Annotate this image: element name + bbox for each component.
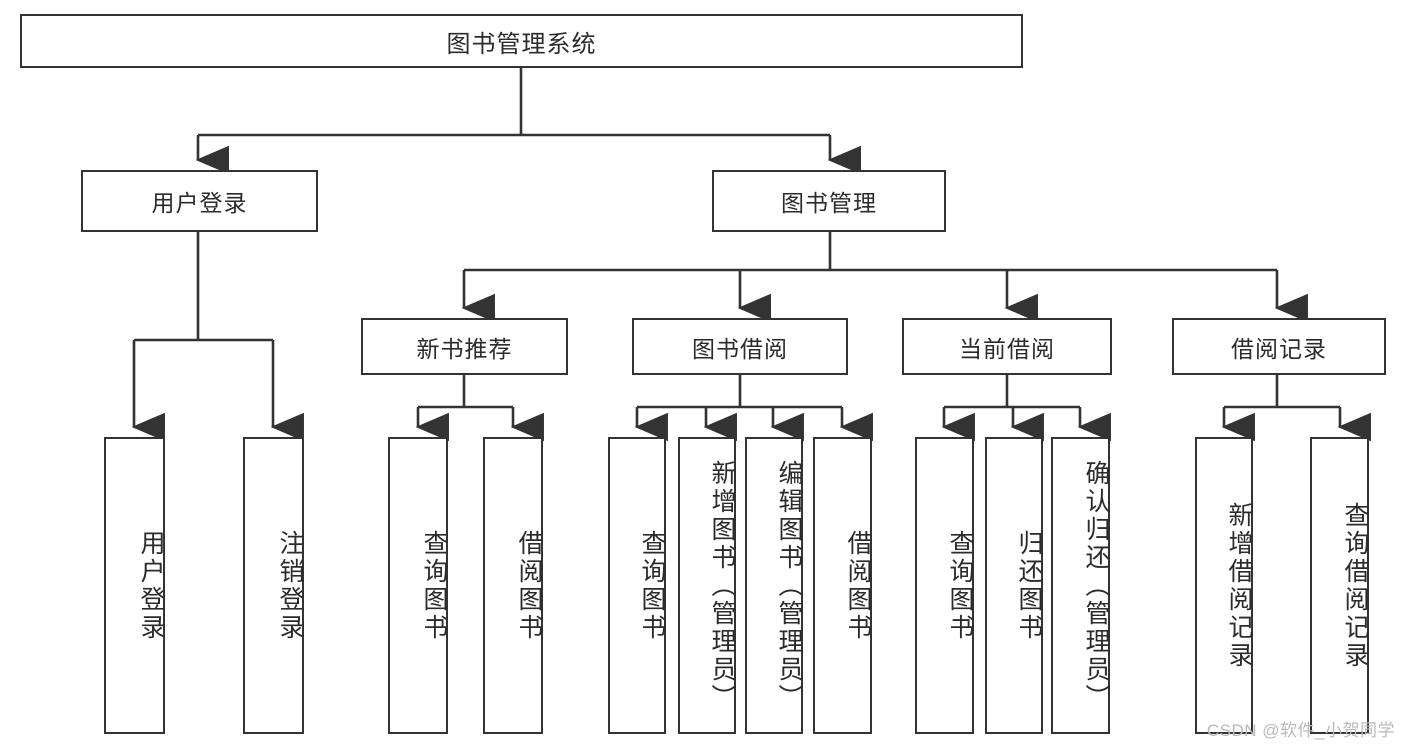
leaf-book-borrow-edit-book-admin[interactable]: 编辑图书（管理员） [745, 437, 803, 734]
node-label: 编辑图书（管理员） [775, 459, 803, 712]
leaf-current-borrow-confirm-return-admin[interactable]: 确认归还（管理员） [1051, 437, 1110, 734]
watermark-text: CSDN @软件_小贺同学 [1206, 721, 1395, 740]
node-label: 归还图书 [1015, 529, 1043, 642]
leaf-current-borrow-query-book[interactable]: 查询图书 [915, 437, 974, 734]
node-label: 当前借阅 [959, 335, 1055, 362]
node-new-book-recommend[interactable]: 新书推荐 [361, 318, 568, 375]
node-root-book-management-system[interactable]: 图书管理系统 [20, 14, 1023, 68]
node-label: 新增借阅记录 [1225, 501, 1253, 670]
node-label: 借阅图书 [515, 529, 543, 642]
node-label: 注销登录 [276, 529, 304, 642]
node-user-login[interactable]: 用户登录 [81, 170, 318, 232]
leaf-book-borrow-add-book-admin[interactable]: 新增图书（管理员） [678, 437, 736, 734]
node-label: 图书管理系统 [446, 30, 597, 58]
node-label: 图书借阅 [692, 335, 788, 362]
node-book-borrow[interactable]: 图书借阅 [632, 318, 848, 375]
node-label: 图书管理 [781, 190, 877, 216]
leaf-user-login-logout[interactable]: 注销登录 [243, 437, 304, 734]
node-label: 查询图书 [946, 529, 974, 642]
leaf-book-borrow-borrow-book[interactable]: 借阅图书 [813, 437, 872, 734]
node-label: 借阅记录 [1231, 335, 1327, 362]
node-label: 用户登录 [151, 190, 248, 216]
node-label: 查询图书 [638, 529, 666, 642]
leaf-new-book-query-book[interactable]: 查询图书 [388, 437, 448, 734]
node-label: 新书推荐 [416, 335, 513, 362]
leaf-new-book-borrow-book[interactable]: 借阅图书 [483, 437, 543, 734]
node-label: 新增图书（管理员） [708, 459, 736, 712]
leaf-book-borrow-query-book[interactable]: 查询图书 [608, 437, 666, 734]
node-label: 查询图书 [420, 529, 448, 642]
node-borrow-record[interactable]: 借阅记录 [1172, 318, 1386, 375]
node-label: 借阅图书 [844, 529, 872, 642]
node-label: 确认归还（管理员） [1082, 459, 1110, 712]
node-current-borrow[interactable]: 当前借阅 [902, 318, 1112, 375]
leaf-current-borrow-return-book[interactable]: 归还图书 [985, 437, 1043, 734]
node-book-management[interactable]: 图书管理 [712, 170, 946, 232]
node-label: 查询借阅记录 [1341, 501, 1369, 670]
node-label: 用户登录 [137, 529, 165, 642]
leaf-borrow-record-add-record[interactable]: 新增借阅记录 [1195, 437, 1253, 734]
leaf-user-login-login[interactable]: 用户登录 [104, 437, 165, 734]
leaf-borrow-record-query-record[interactable]: 查询借阅记录 [1310, 437, 1369, 734]
